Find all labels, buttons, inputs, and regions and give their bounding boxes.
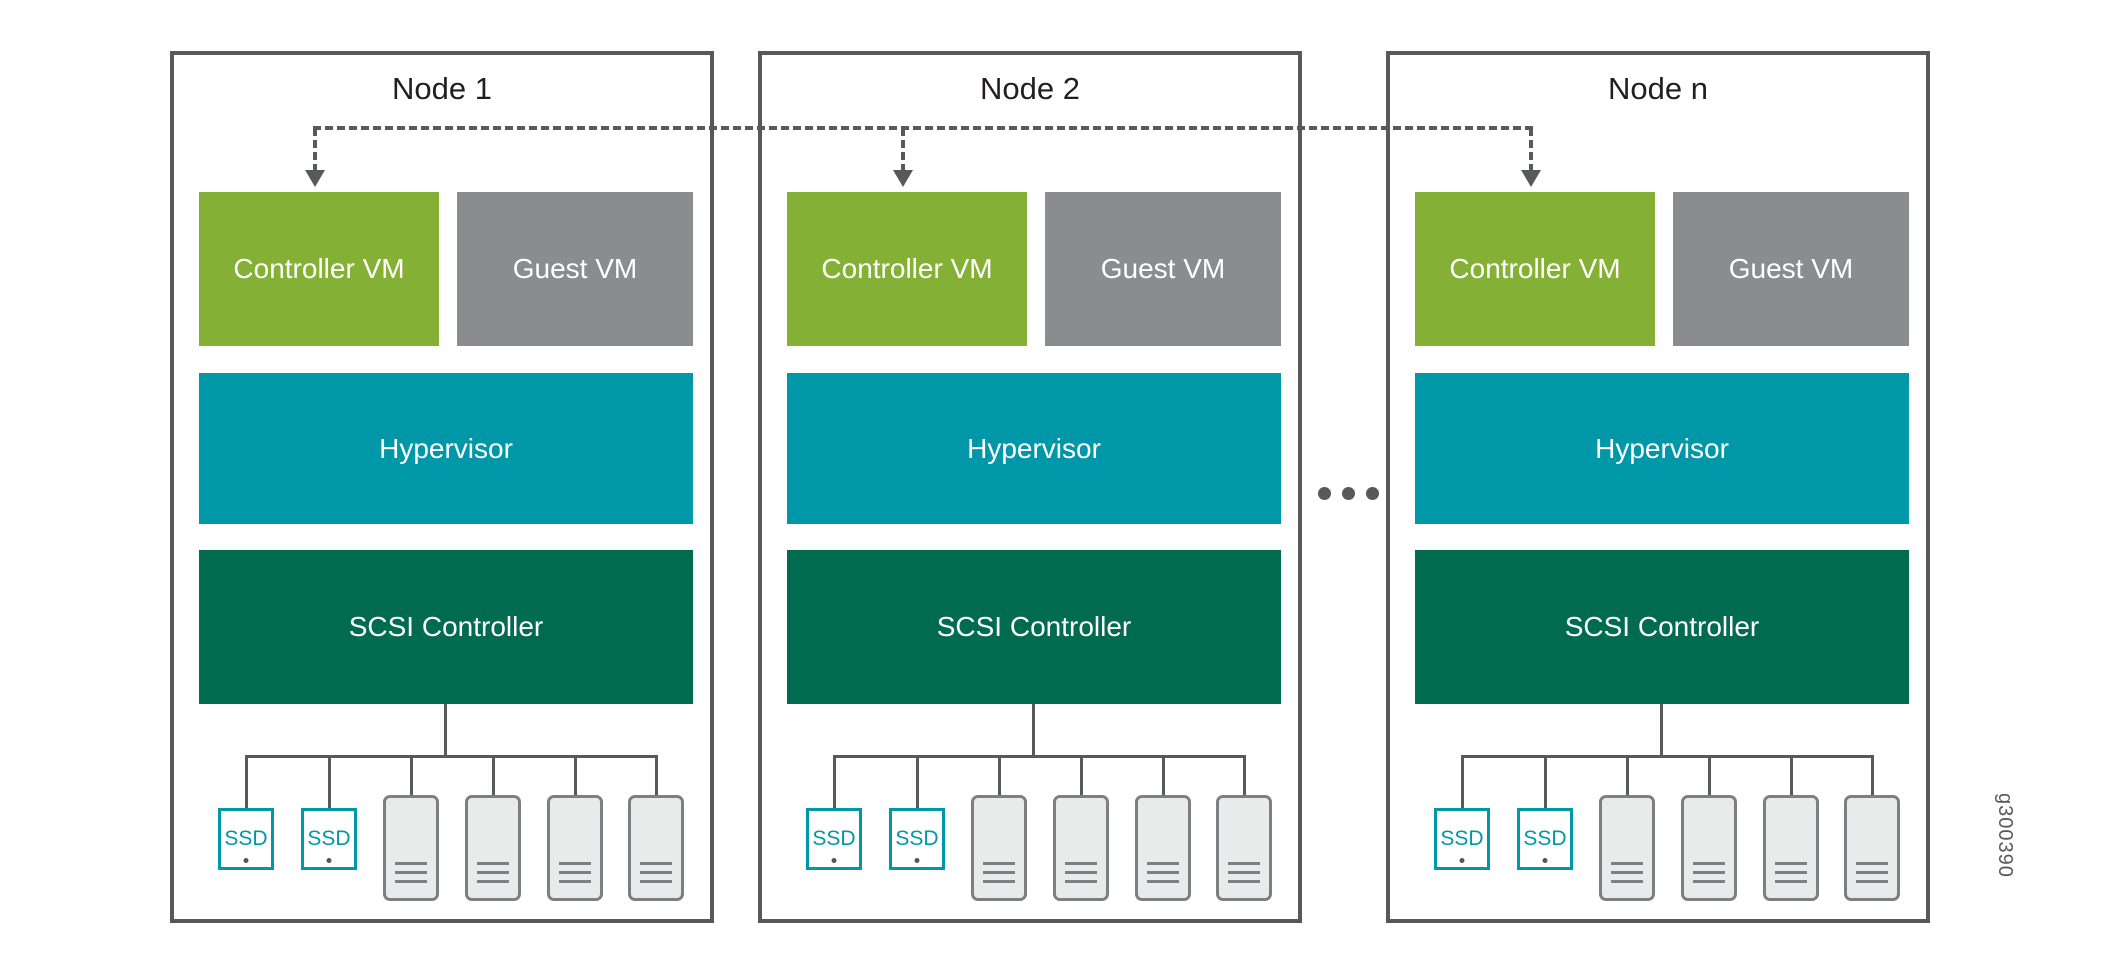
hdd-drive-icon	[383, 795, 439, 901]
hdd-grille-icon	[640, 862, 672, 889]
hdd-grille-icon	[1856, 862, 1888, 889]
guest-vm-block: Guest VM	[457, 192, 693, 346]
ssd-drive-icon: SSD	[889, 808, 945, 870]
arrow-down-icon	[1521, 170, 1541, 187]
hdd-grille-icon	[477, 862, 509, 889]
ellipsis-dot-icon	[1342, 487, 1355, 500]
guest-vm-block: Guest VM	[1673, 192, 1909, 346]
drive-connector	[1790, 755, 1793, 797]
drive-connector	[1708, 755, 1711, 797]
node-2-container: Node 2 Controller VM Guest VM Hypervisor…	[758, 51, 1302, 923]
ssd-drive-icon: SSD	[301, 808, 357, 870]
drive-bus-line	[1461, 755, 1874, 758]
drive-connector	[1871, 755, 1874, 797]
node-title: Node 2	[980, 71, 1080, 106]
drive-connector	[833, 755, 836, 810]
ssd-drive-icon: SSD	[218, 808, 274, 870]
dashed-drop-line	[901, 128, 905, 172]
drive-tree-stem	[444, 704, 447, 757]
drive-connector	[574, 755, 577, 797]
node-1-container: Node 1 Controller VM Guest VM Hypervisor…	[170, 51, 714, 923]
arrow-down-icon	[893, 170, 913, 187]
ssd-label: SSD	[1523, 827, 1567, 850]
ellipsis-dot-icon	[1366, 487, 1379, 500]
ssd-dot-icon	[326, 858, 332, 863]
node-title: Node n	[1608, 71, 1708, 106]
ssd-label: SSD	[895, 827, 939, 850]
drive-connector	[916, 755, 919, 810]
ssd-label: SSD	[224, 827, 268, 850]
dashed-drop-line	[313, 128, 317, 172]
arrow-down-icon	[305, 170, 325, 187]
hdd-grille-icon	[983, 862, 1015, 889]
scsi-controller-block: SCSI Controller	[787, 550, 1281, 704]
hdd-drive-icon	[1599, 795, 1655, 901]
ssd-drive-icon: SSD	[1434, 808, 1490, 870]
ssd-drive-icon: SSD	[806, 808, 862, 870]
drive-tree-stem	[1032, 704, 1035, 757]
ssd-dot-icon	[914, 858, 920, 863]
ssd-dot-icon	[1542, 858, 1548, 863]
ssd-dot-icon	[831, 858, 837, 863]
hypervisor-block: Hypervisor	[199, 373, 693, 524]
hdd-grille-icon	[1147, 862, 1179, 889]
ssd-dot-icon	[1459, 858, 1465, 863]
drive-bus-line	[245, 755, 658, 758]
guest-vm-block: Guest VM	[1045, 192, 1281, 346]
hdd-drive-icon	[1135, 795, 1191, 901]
scsi-controller-block: SCSI Controller	[199, 550, 693, 704]
hdd-drive-icon	[628, 795, 684, 901]
ssd-label: SSD	[1440, 827, 1484, 850]
drive-connector	[998, 755, 1001, 797]
ssd-label: SSD	[307, 827, 351, 850]
hdd-grille-icon	[1065, 862, 1097, 889]
controller-vm-block: Controller VM	[1415, 192, 1655, 346]
ssd-drive-icon: SSD	[1517, 808, 1573, 870]
hdd-drive-icon	[547, 795, 603, 901]
drive-connector	[492, 755, 495, 797]
drive-connector	[328, 755, 331, 810]
hdd-grille-icon	[1693, 862, 1725, 889]
ellipsis-dots	[1318, 487, 1379, 500]
drive-connector	[410, 755, 413, 797]
hdd-drive-icon	[465, 795, 521, 901]
ssd-label: SSD	[812, 827, 856, 850]
hypervisor-block: Hypervisor	[787, 373, 1281, 524]
drive-connector	[1162, 755, 1165, 797]
node-title: Node 1	[392, 71, 492, 106]
dashed-drop-line	[1529, 128, 1533, 172]
hdd-drive-icon	[1681, 795, 1737, 901]
controller-vm-block: Controller VM	[199, 192, 439, 346]
drive-connector	[245, 755, 248, 810]
figure-id-label: g300390	[1994, 793, 2016, 878]
hdd-drive-icon	[1844, 795, 1900, 901]
hypervisor-block: Hypervisor	[1415, 373, 1909, 524]
node-n-container: Node n Controller VM Guest VM Hypervisor…	[1386, 51, 1930, 923]
hdd-drive-icon	[971, 795, 1027, 901]
controller-vm-block: Controller VM	[787, 192, 1027, 346]
drive-tree-stem	[1660, 704, 1663, 757]
drive-connector	[655, 755, 658, 797]
dashed-replication-line	[313, 126, 1533, 130]
hdd-grille-icon	[1228, 862, 1260, 889]
hdd-grille-icon	[395, 862, 427, 889]
drive-connector	[1544, 755, 1547, 810]
hdd-drive-icon	[1216, 795, 1272, 901]
drive-connector	[1461, 755, 1464, 810]
ssd-dot-icon	[243, 858, 249, 863]
hdd-drive-icon	[1053, 795, 1109, 901]
drive-connector	[1626, 755, 1629, 797]
drive-bus-line	[833, 755, 1246, 758]
hdd-grille-icon	[559, 862, 591, 889]
hdd-grille-icon	[1611, 862, 1643, 889]
drive-connector	[1243, 755, 1246, 797]
hdd-grille-icon	[1775, 862, 1807, 889]
scsi-controller-block: SCSI Controller	[1415, 550, 1909, 704]
ellipsis-dot-icon	[1318, 487, 1331, 500]
drive-connector	[1080, 755, 1083, 797]
hdd-drive-icon	[1763, 795, 1819, 901]
